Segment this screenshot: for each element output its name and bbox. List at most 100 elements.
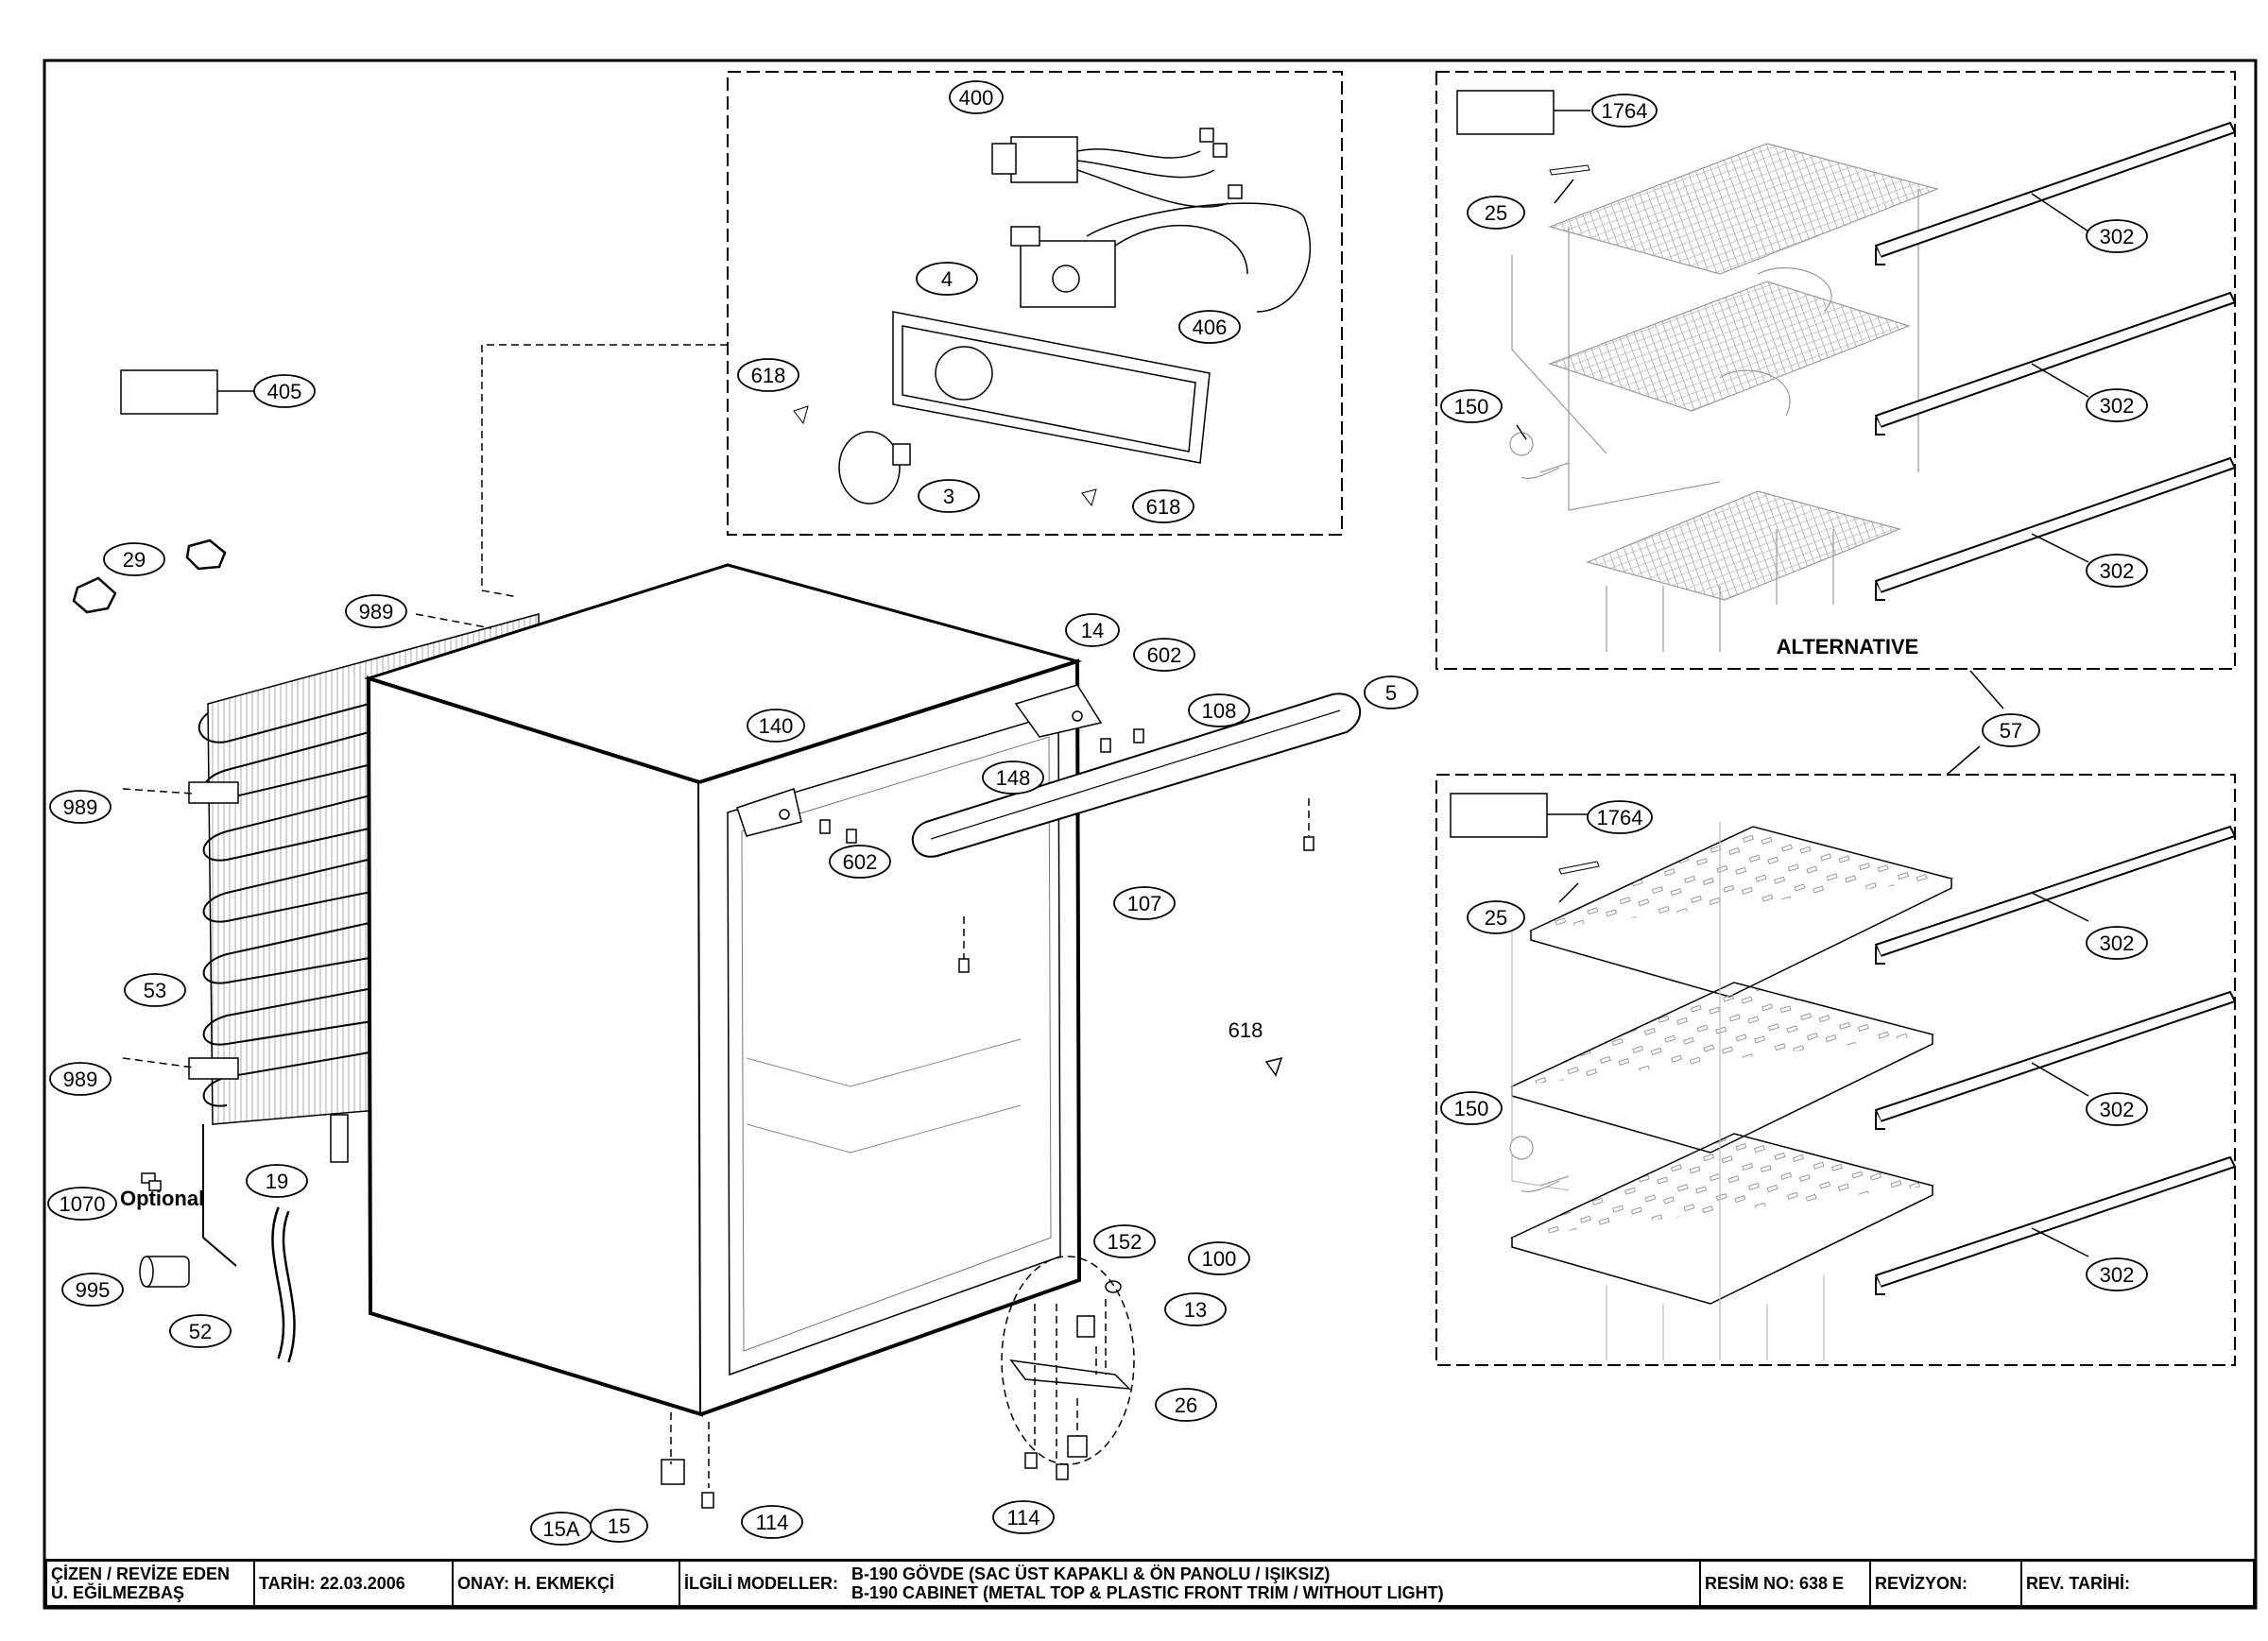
callout-bubble	[918, 479, 980, 513]
callout-bubble	[61, 1273, 124, 1307]
callout-number: 15	[608, 1514, 630, 1538]
switch-400	[991, 128, 1243, 208]
callout-bubble	[1113, 886, 1176, 920]
revision-text: REVİZYON:	[1875, 1573, 1968, 1593]
approval-text: ONAY: H. EKMEKÇİ	[457, 1573, 615, 1593]
callout-bubble	[1132, 489, 1194, 523]
callout-618: 618	[737, 358, 799, 392]
fan-150-b	[1509, 1136, 1570, 1192]
model-en: B-190 CABINET (METAL TOP & PLASTIC FRONT…	[850, 1583, 1444, 1602]
callout-bubble	[47, 1187, 117, 1221]
callout-number: 1764	[1597, 806, 1643, 829]
callout-302: 302	[2086, 554, 2148, 588]
callout-bubble	[982, 761, 1044, 795]
callout-19: 19	[246, 1164, 308, 1198]
callout-bubble	[2086, 926, 2148, 960]
callout-number: 140	[759, 714, 794, 738]
callout-bubble	[747, 709, 805, 743]
knob-3	[838, 431, 911, 504]
callout-bubble	[916, 262, 978, 296]
callout-4: 4	[916, 262, 978, 296]
callout-302: 302	[2086, 388, 2148, 422]
callout-bubble	[1155, 1388, 1217, 1422]
callout-number: 400	[959, 86, 994, 110]
callout-bubble	[737, 358, 799, 392]
callout-bubble	[992, 1500, 1055, 1534]
callout-100: 100	[1188, 1241, 1250, 1275]
callout-14: 14	[1065, 613, 1120, 647]
revision-cell: REVİZYON:	[1871, 1562, 2022, 1605]
callout-989: 989	[345, 594, 407, 628]
callout-number: 25	[1485, 201, 1507, 225]
screw-618-a	[793, 405, 809, 425]
callout-bubble	[345, 594, 407, 628]
callout-bubble	[1982, 713, 2040, 747]
drawn-by-cell: ÇİZEN / REVİZE EDEN U. EĞİLMEZBAŞ	[47, 1562, 255, 1605]
hinge-14	[1014, 684, 1103, 738]
label-1764-box-b	[1450, 793, 1548, 838]
callout-15A: 15A	[530, 1512, 593, 1546]
callout-number: 29	[123, 548, 146, 572]
date-cell: TARİH: 22.03.2006	[255, 1562, 454, 1605]
revision-date-text: REV. TARİHİ:	[2026, 1573, 2131, 1593]
callout-number: 302	[2100, 394, 2135, 418]
callout-26: 26	[1155, 1388, 1217, 1422]
date-text: TARİH: 22.03.2006	[259, 1573, 405, 1593]
callout-400: 400	[949, 80, 1004, 114]
callout-number: 302	[2100, 559, 2135, 583]
callout-bubble	[1188, 1241, 1250, 1275]
callout-bubble	[1164, 1292, 1227, 1326]
callout-53: 53	[124, 973, 186, 1007]
callout-number: 618	[751, 364, 786, 387]
callout-number: 14	[1081, 619, 1104, 642]
callout-number: 602	[843, 850, 878, 874]
callout-number: 302	[2100, 1098, 2135, 1121]
hinge-140	[736, 788, 802, 837]
clip-1070	[141, 1172, 162, 1191]
front-trim-5	[911, 692, 1362, 858]
callout-3: 3	[918, 479, 980, 513]
leader-solid-b	[1558, 882, 2089, 1257]
callout-406: 406	[1178, 310, 1241, 344]
callout-number: 26	[1175, 1393, 1197, 1417]
models-cell: İLGİLİ MODELLER: B-190 GÖVDE (SAC ÜST KA…	[680, 1562, 1701, 1605]
callout-bubble	[1440, 1091, 1503, 1125]
bottom-hinge-13	[1001, 1256, 1135, 1465]
callout-bubble	[2086, 219, 2148, 253]
fan-150-a	[1509, 432, 1570, 479]
optional-note: Optional	[120, 1187, 204, 1210]
leader-lines	[122, 613, 1310, 1488]
label-405-box	[120, 369, 218, 415]
callout-1070: 1070	[47, 1187, 117, 1221]
callout-number: 995	[76, 1278, 111, 1302]
callout-bubble	[49, 790, 112, 824]
callout-number: 618	[1146, 495, 1181, 519]
callout-bubble	[1364, 675, 1418, 709]
callout-29: 29	[103, 542, 165, 576]
callout-405: 405	[253, 374, 316, 408]
callout-995: 995	[61, 1273, 124, 1307]
callout-number: 302	[2100, 225, 2135, 248]
model-tr: B-190 GÖVDE (SAC ÜST KAPAKLI & ÖN PANOLU…	[850, 1564, 1331, 1583]
callout-number: 602	[1147, 643, 1182, 667]
callout-bubble	[124, 973, 186, 1007]
callout-bubble	[2086, 388, 2148, 422]
callout-bubble	[2086, 1092, 2148, 1126]
screw-618-b	[1081, 488, 1097, 507]
cabinet-body	[364, 563, 1083, 1417]
cabinet-liner-ghost	[1511, 822, 1825, 1360]
callout-bubble	[949, 80, 1004, 114]
approval-cell: ONAY: H. EKMEKÇİ	[454, 1562, 680, 1605]
callout-number: 302	[2100, 932, 2135, 955]
callout-number: 114	[1006, 1506, 1040, 1530]
callout-bubble	[741, 1505, 803, 1539]
callout-bubble	[1467, 196, 1525, 230]
drawn-by-label: ÇİZEN / REVİZE EDEN	[51, 1564, 231, 1583]
callout-25: 25	[1467, 900, 1525, 934]
callout-bubble	[1178, 310, 1241, 344]
callout-number: 114	[755, 1511, 788, 1534]
callout-302: 302	[2086, 219, 2148, 253]
callout-number: 989	[359, 600, 394, 624]
callout-bubble	[1587, 800, 1653, 834]
